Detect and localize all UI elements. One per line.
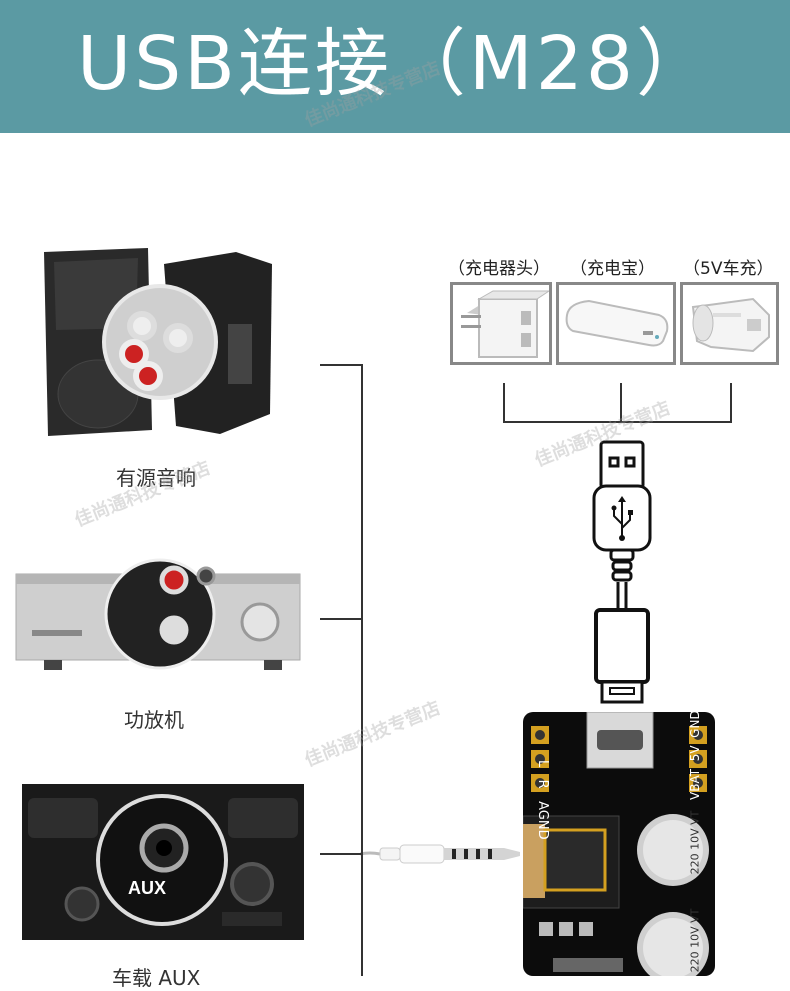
watermark: 佳尚通科技专营店 [301,697,444,772]
bracket-bottom [503,421,732,423]
device-label-speaker: 有源音响 [116,466,196,490]
amplifier-photo [14,556,304,672]
power-source-label-charger: （充电器头） [448,259,550,279]
amplifier-icon [15,558,301,670]
pin-l-label: L [535,760,550,768]
board-pin-labels-right: VBAT 5V GND [688,710,702,800]
pin-vbat-label: VBAT [688,768,702,800]
car-aux-photo [22,784,304,940]
power-bank-box [556,282,676,365]
device-label-car-aux: 车载 AUX [112,966,201,990]
device-label-amplifier: 功放机 [124,708,184,732]
branch-speaker-line [320,364,362,366]
pin-5v-label: 5V [688,745,702,762]
power-source-label-powerbank: （充电宝） [570,259,655,279]
bracket-left [503,383,505,423]
car-charger-box [680,282,779,365]
usb-cable-icon [592,440,652,704]
branch-car-aux-line [320,853,362,855]
capacitor-label-bottom: 220 10V VT [688,908,702,973]
title-banner: USB连接（M28） [0,0,790,133]
page-title: USB连接（M28） [77,21,713,107]
wall-charger-icon [461,290,551,358]
active-speaker-photo [40,244,280,440]
power-source-label-carcharger: （5V车充） [683,259,774,279]
aux-socket-text: AUX [128,878,167,898]
bracket-middle [620,383,622,423]
bracket-right [730,383,732,423]
board-pin-labels-left: L R AGND [535,760,550,840]
car-aux-icon [22,784,304,940]
branch-amplifier-line [320,618,362,620]
pin-r-label: R [535,779,550,789]
active-speaker-icon [44,248,272,436]
power-bank-icon [565,299,669,347]
pin-gnd-label: GND [688,710,702,738]
aux-cable-icon [360,844,520,864]
device-trunk-line [361,364,363,976]
bluetooth-audio-board-icon [523,712,715,976]
pin-agnd-label: AGND [535,801,550,840]
wall-charger-box [450,282,552,365]
capacitor-label-top: 220 10V VT [688,810,702,875]
car-charger-icon [691,297,770,353]
